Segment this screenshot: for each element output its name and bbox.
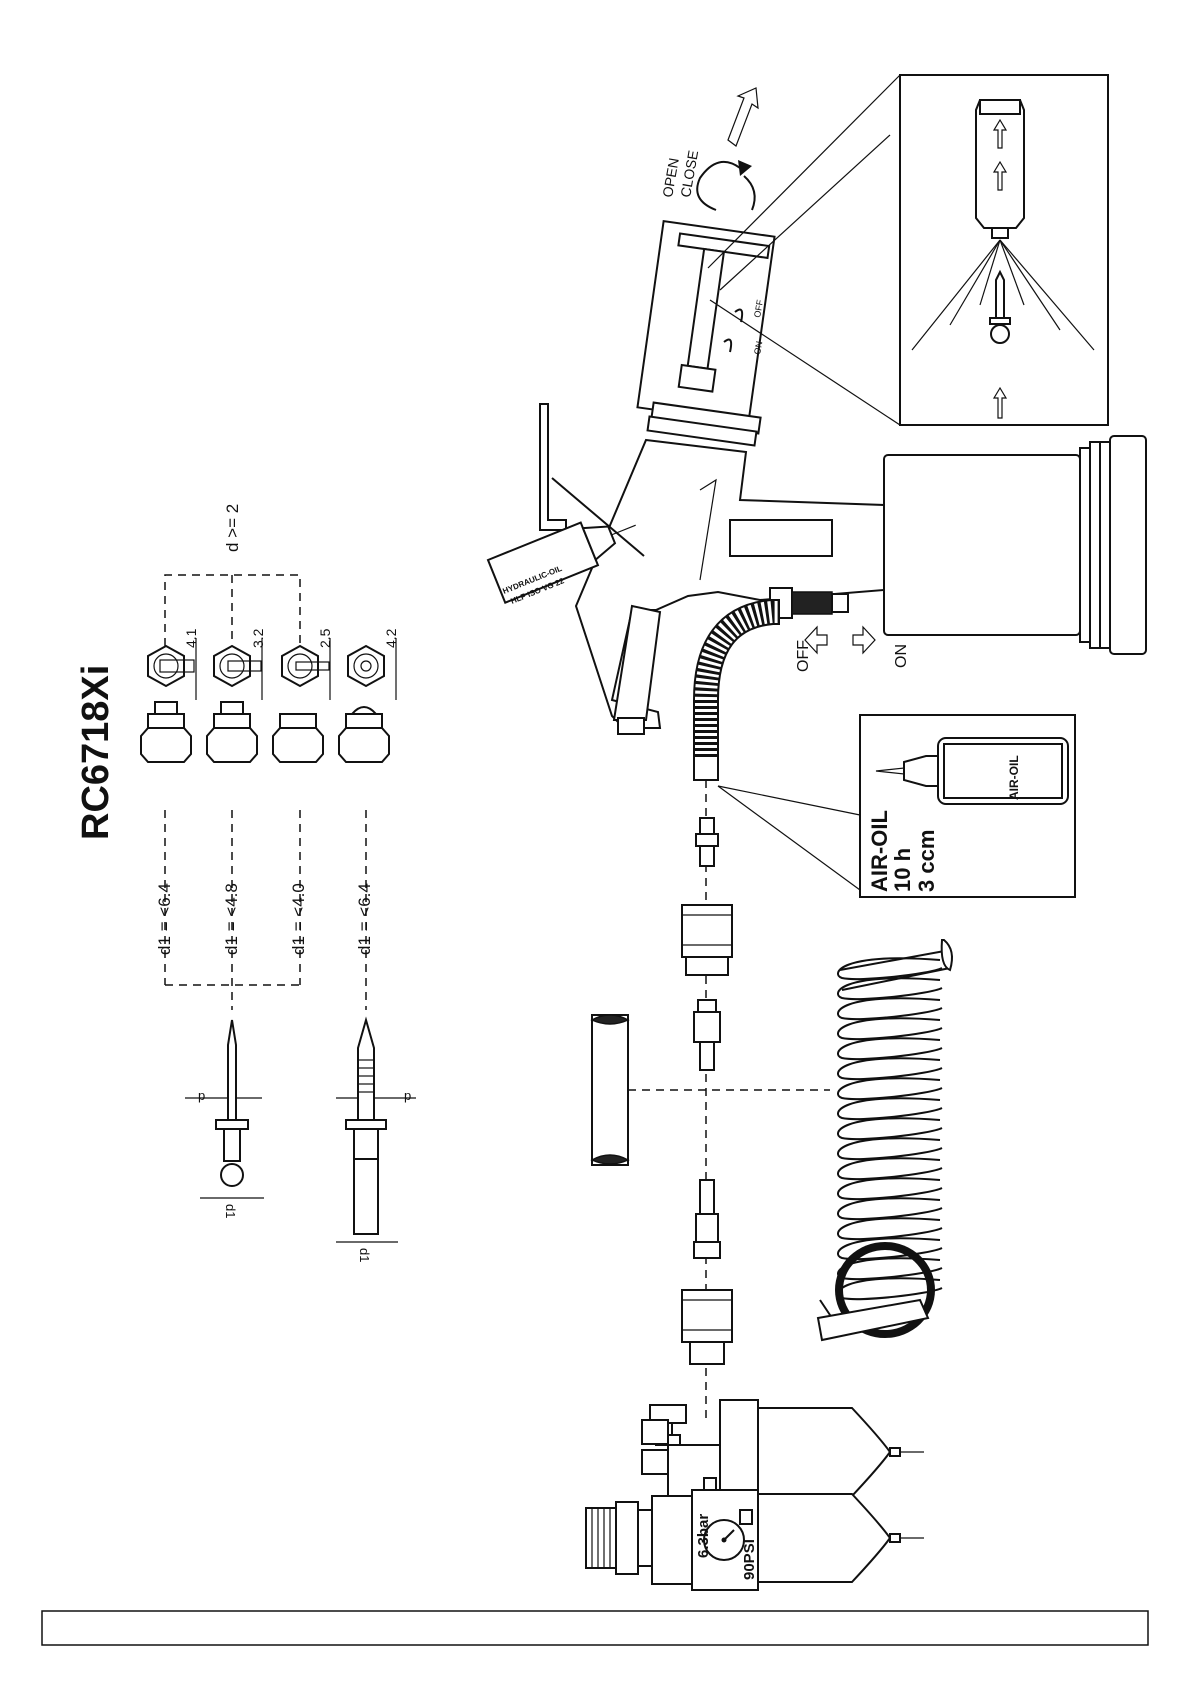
regulator-knob[interactable] [586,1508,616,1568]
d1-label-4: d1 = <6.4 [355,883,374,955]
size-label-1: 4.1 [183,628,199,648]
coupler-2 [682,1290,732,1364]
coil-turn [838,1178,942,1199]
nose-tip [618,718,644,734]
coupler-1 [682,905,732,975]
rivet-1 [185,1020,264,1198]
hex-key-icon [540,404,566,530]
open-arrow-head [738,160,752,176]
hose-tail-1 [694,1000,720,1070]
size-label-3: 2.5 [317,628,333,648]
air-oil-interval: 10 h [890,848,915,892]
footer-box [42,1611,1148,1645]
coil-turn [838,1018,942,1039]
coil-turn [838,1098,942,1119]
d1-label-2: d1 = <4.8 [222,883,241,955]
nipple-1 [696,818,718,866]
hose-tail-2 [694,1180,720,1258]
d-label: d >= 2 [223,504,242,552]
open-rotation-arrow [697,162,740,210]
model-title: RC6718Xi [75,665,117,840]
motor-cylinder [884,455,1080,635]
braided-hose [694,612,780,780]
motor-base [1110,436,1146,654]
coil-turn [838,998,942,1019]
size-label-4: 4.2 [383,628,399,648]
coil-turn [838,1118,942,1139]
nosepiece-side-3 [273,714,323,762]
air-oil-title: AIR-OIL [867,810,892,892]
air-valve [792,592,832,614]
rivet-2-p-label: p [404,1088,411,1103]
air-on-label: ON [893,644,910,668]
air-off-label: OFF [795,640,812,672]
close-rotation-arrow [744,176,755,210]
coil-turn [838,1218,942,1239]
rivet-1-d1-label: d1 [223,1204,238,1218]
nosepiece-group: d >= 2 4.1 3.2 2.5 4.2 [141,504,399,1010]
valve-on-label: ON [752,340,764,355]
nosepiece-side-1 [141,702,191,762]
remove-arrow [728,88,758,146]
air-oil-amount: 3 ccm [914,830,939,892]
coil-turn [838,1158,942,1179]
coil-turn [838,1198,942,1219]
coil-turn [838,1078,942,1099]
coil-turn [838,978,942,999]
size-label-2: 3.2 [250,628,266,648]
straight-hose [592,1015,628,1165]
d1-label-1: d1 = <6.4 [155,883,174,955]
nosepiece-side-2 [207,702,257,762]
rivet-2 [336,1020,416,1242]
coil-turn [838,1058,942,1079]
coil-turn [838,1038,942,1059]
grip-window [730,520,832,556]
air-oil-bottle-label: AIR-OIL [1007,755,1021,800]
pressure-psi-label: 90PSI [741,1539,758,1580]
pressure-bar-label: 6.3bar [695,1514,712,1558]
rivet-1-p-label: p [198,1088,205,1103]
air-switch-arrows [805,627,875,653]
nosepiece-side-4 [339,707,389,762]
d1-label-3: d1 = <4.0 [289,883,308,955]
coil-turn [838,1138,942,1159]
rivet-2-d1-label: d1 [357,1248,372,1262]
